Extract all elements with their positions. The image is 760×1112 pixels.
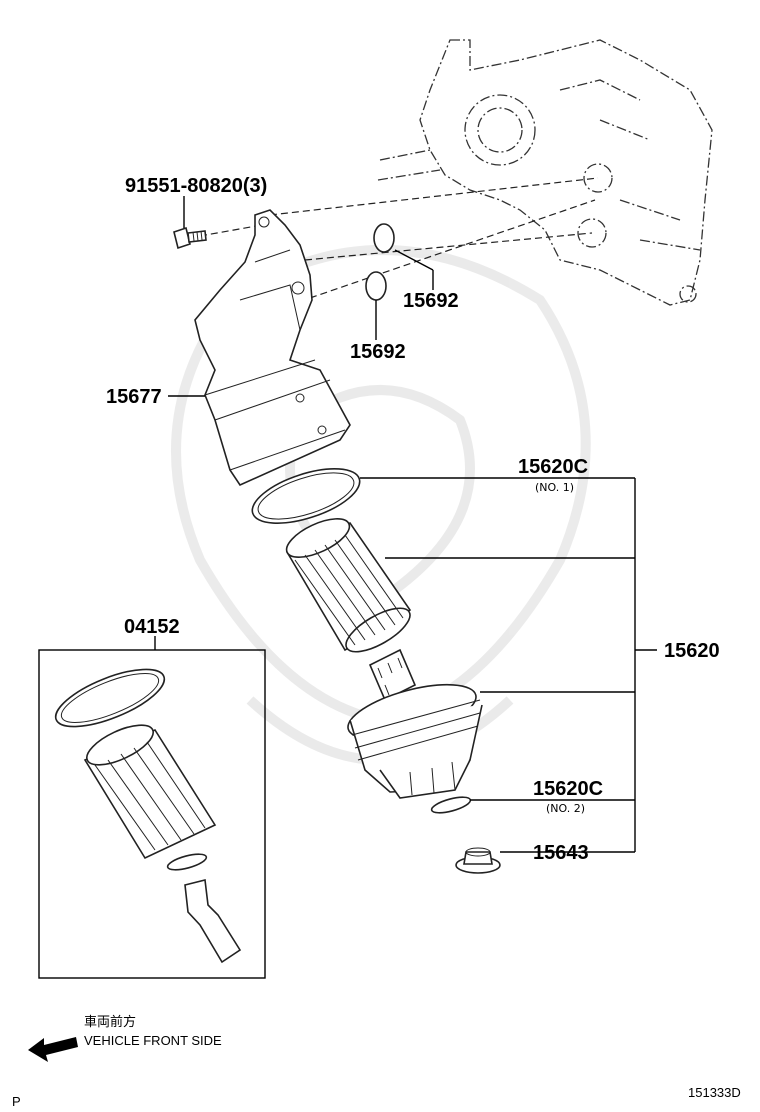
- front-arrow-icon: [28, 1037, 78, 1062]
- gasket-no1-part: [251, 468, 361, 524]
- oil-filter-element-part: [285, 518, 412, 653]
- o-ring-lower-part: [365, 271, 387, 301]
- o-ring-upper-part: [373, 223, 395, 253]
- corner-label: P: [12, 1094, 21, 1109]
- drain-plug-part: [455, 847, 501, 874]
- leader-lines: [168, 196, 657, 853]
- oil-filter-cap-part: [347, 648, 483, 799]
- label-gasket-1-note: (NO. 1): [535, 481, 574, 494]
- label-kit: 04152: [124, 616, 180, 638]
- part-labels: 91551-80820(3) 15692 15692 15677 15620C …: [106, 175, 720, 864]
- oil-filter-bracket-part: [194, 209, 351, 487]
- footer: 車両前方 VEHICLE FRONT SIDE P 151333D: [12, 1014, 741, 1109]
- gasket-no2-part: [430, 796, 472, 814]
- label-assembly: 15620: [664, 640, 720, 662]
- front-direction-jp: 車両前方: [84, 1014, 136, 1029]
- figure-id: 151333D: [688, 1085, 741, 1100]
- label-bracket: 15677: [106, 386, 162, 408]
- engine-block-outline: [377, 39, 713, 306]
- front-direction-en: VEHICLE FRONT SIDE: [84, 1033, 222, 1048]
- label-oring-upper: 15692: [403, 290, 459, 312]
- bolt-part: [173, 226, 207, 250]
- label-bolt: 91551-80820(3): [125, 175, 267, 197]
- label-gasket-2-note: (NO. 2): [546, 802, 585, 815]
- service-kit-box: [38, 636, 266, 979]
- label-gasket-2: 15620C: [533, 778, 603, 800]
- label-plug: 15643: [533, 842, 589, 864]
- alignment-lines: [199, 177, 599, 299]
- label-oring-lower: 15692: [350, 341, 406, 363]
- label-gasket-1: 15620C: [518, 456, 588, 478]
